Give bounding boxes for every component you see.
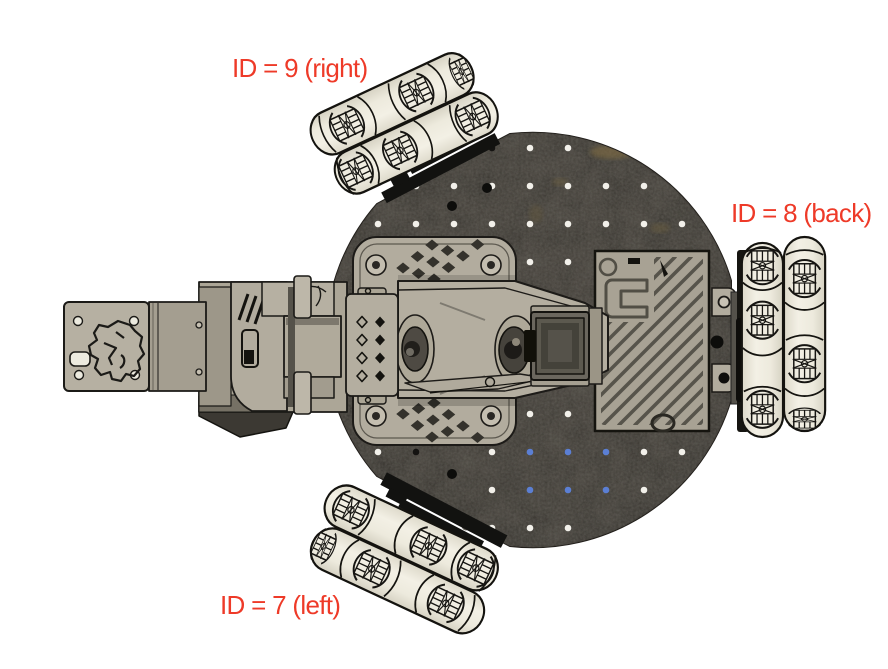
svg-text:ID = 8 (back): ID = 8 (back) (731, 198, 871, 228)
svg-text:ID = 9 (right): ID = 9 (right) (232, 53, 367, 83)
svg-text:ID = 7 (left): ID = 7 (left) (220, 590, 340, 620)
